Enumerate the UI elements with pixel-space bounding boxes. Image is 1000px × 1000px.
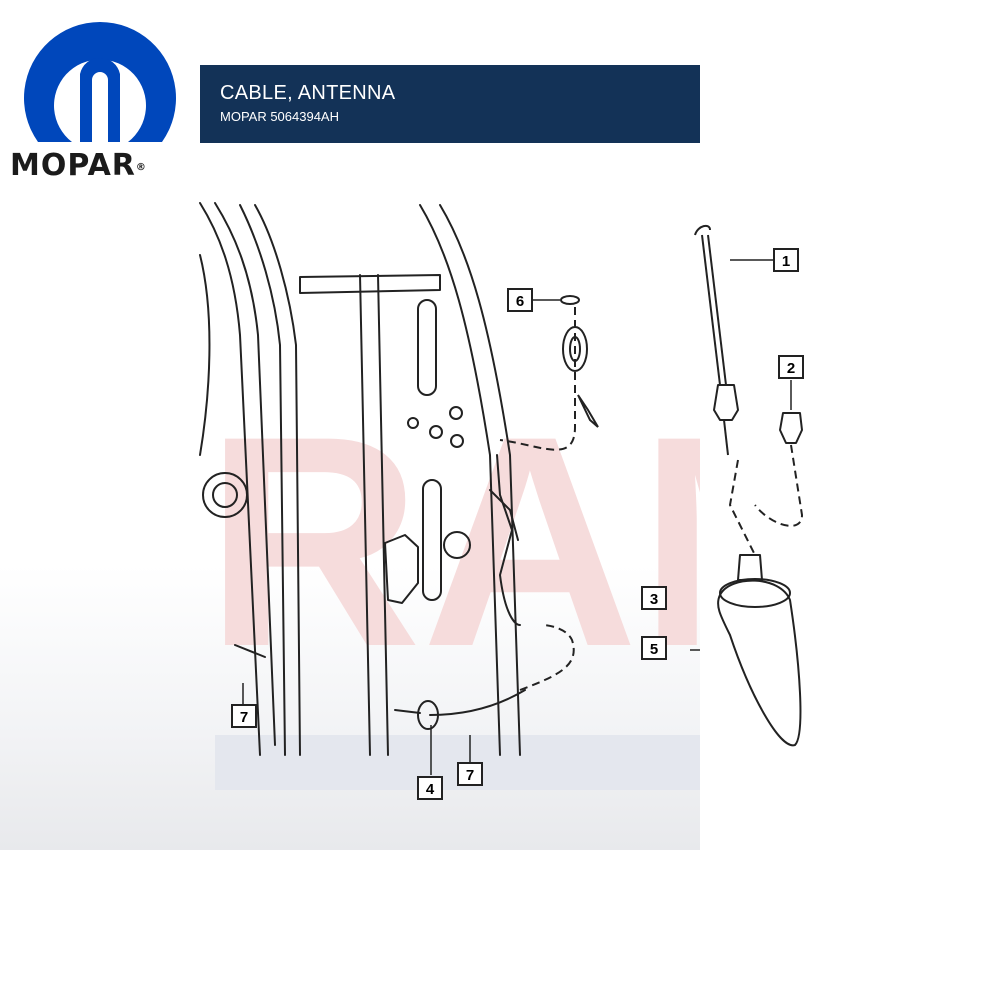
callout-4: 4 (417, 776, 443, 800)
mopar-wordmark: MOPAR® (10, 148, 147, 183)
svg-text:7: 7 (240, 709, 248, 726)
svg-text:5: 5 (650, 641, 658, 658)
callout-1: 1 (773, 248, 799, 272)
mopar-m-icon (23, 22, 176, 142)
callout-7-bottom: 7 (457, 762, 483, 786)
svg-text:4: 4 (426, 781, 435, 798)
mopar-logo (10, 14, 190, 186)
svg-text:2: 2 (787, 360, 795, 377)
part-title: CABLE, ANTENNA (220, 82, 396, 104)
callout-5: 5 (641, 636, 667, 660)
callout-3: 3 (641, 586, 667, 610)
callout-7-left: 7 (231, 704, 257, 728)
callouts-3-5: 3 5 (641, 586, 667, 660)
part-number: MOPAR 5064394AH (220, 109, 339, 124)
svg-text:7: 7 (466, 767, 474, 784)
diagram-canvas: RAM (0, 202, 700, 850)
parts-diagram: RAM (0, 195, 700, 850)
exploded-antenna-parts: 1 2 (690, 224, 804, 747)
watermark: RAM (205, 373, 700, 709)
svg-text:3: 3 (650, 591, 658, 608)
callout-2: 2 (778, 355, 804, 379)
svg-text:6: 6 (516, 293, 524, 310)
title-banner: CABLE, ANTENNA MOPAR 5064394AH (200, 65, 700, 143)
callout-6: 6 (507, 288, 533, 312)
svg-text:1: 1 (782, 253, 790, 270)
